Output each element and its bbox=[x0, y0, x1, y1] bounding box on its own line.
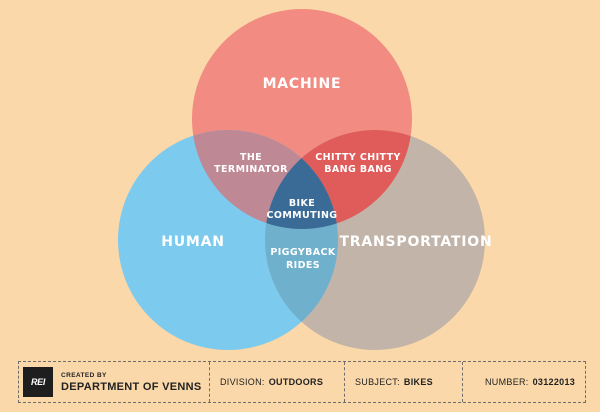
department-name: DEPARTMENT OF VENNS bbox=[61, 380, 202, 393]
division-value: OUTDOORS bbox=[268, 377, 324, 387]
created-by-label: CREATED BY bbox=[61, 371, 107, 379]
center-overlap bbox=[265, 130, 338, 229]
footer-info-bar: REI CREATED BY DEPARTMENT OF VENNS DIVIS… bbox=[18, 361, 586, 403]
chitty-label-line1: CHITTY CHITTY bbox=[315, 152, 401, 163]
terminator-label-line1: THE bbox=[240, 152, 262, 163]
chitty-label-line2: BANG BANG bbox=[324, 164, 392, 175]
human-label: HUMAN bbox=[161, 234, 225, 250]
bike-commuting-label-line2: COMMUTING bbox=[266, 210, 337, 221]
number-field: NUMBER: 03122013 bbox=[462, 362, 585, 402]
footer-brand: REI CREATED BY DEPARTMENT OF VENNS bbox=[19, 362, 209, 402]
number-label: NUMBER: bbox=[485, 377, 529, 387]
terminator-label-line2: TERMINATOR bbox=[214, 164, 288, 175]
machine-label: MACHINE bbox=[263, 76, 342, 92]
transportation-label: TRANSPORTATION bbox=[339, 234, 492, 250]
piggyback-label-line2: RIDES bbox=[286, 260, 320, 271]
division-field: DIVISION: OUTDOORS bbox=[209, 362, 344, 402]
logo-text: REI bbox=[30, 377, 46, 387]
venn-diagram: MACHINE HUMAN TRANSPORTATION THE TERMINA… bbox=[118, 9, 492, 350]
subject-value: BIKES bbox=[403, 377, 433, 387]
number-value: 03122013 bbox=[532, 377, 576, 387]
bike-commuting-label-line1: BIKE bbox=[289, 198, 315, 209]
rei-logo: REI bbox=[23, 367, 53, 397]
subject-label: SUBJECT: bbox=[355, 377, 400, 387]
division-label: DIVISION: bbox=[220, 377, 265, 387]
subject-field: SUBJECT: BIKES bbox=[344, 362, 462, 402]
piggyback-label-line1: PIGGYBACK bbox=[270, 247, 336, 258]
